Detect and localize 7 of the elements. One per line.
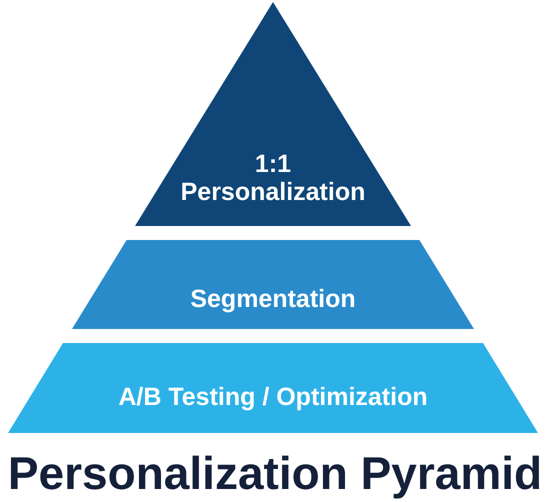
tier-label: 1:1 Personalization bbox=[180, 150, 366, 206]
pyramid-tier bbox=[72, 240, 474, 329]
diagram-title: Personalization Pyramid bbox=[8, 446, 542, 500]
tier-label: Segmentation bbox=[190, 284, 356, 314]
tier-label: A/B Testing / Optimization bbox=[118, 382, 428, 412]
pyramid-tier bbox=[135, 2, 411, 226]
pyramid-tier bbox=[8, 343, 538, 433]
